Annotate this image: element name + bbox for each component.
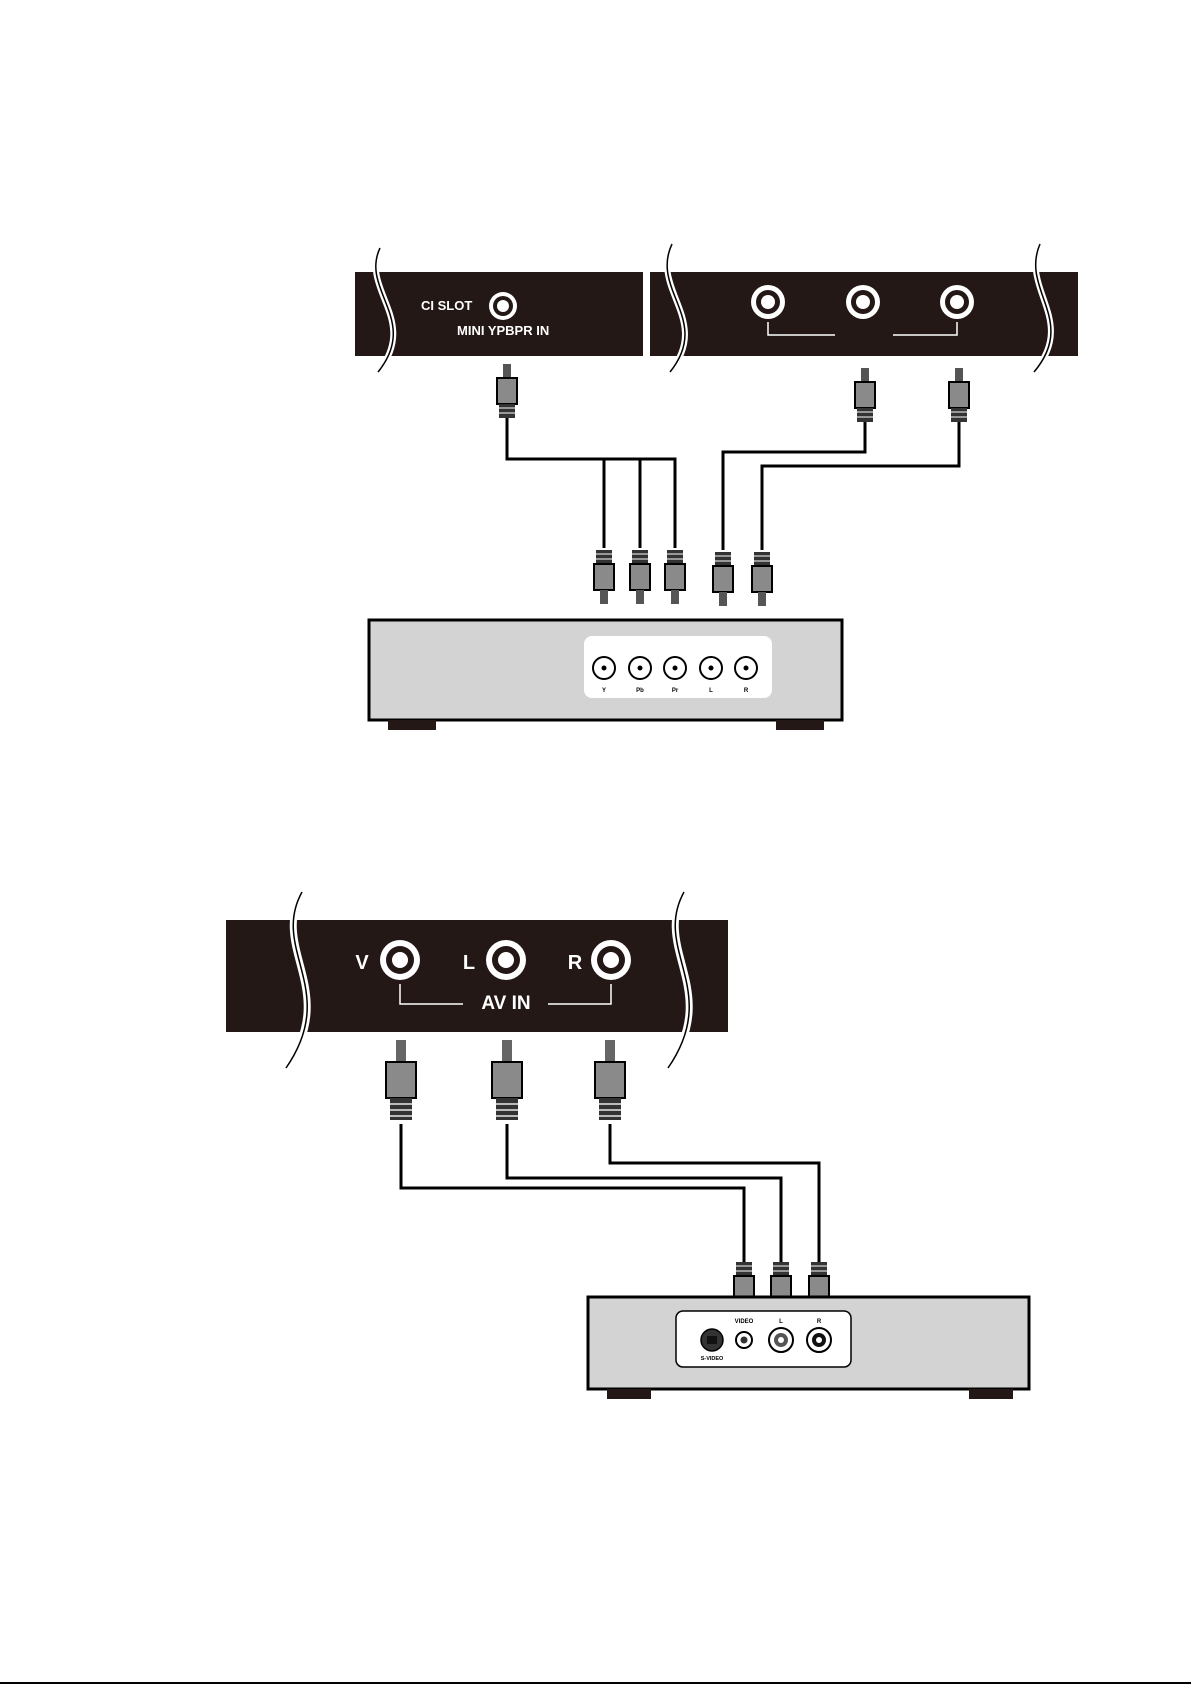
av-label-v: V (355, 952, 369, 974)
plug-r-bottom (752, 552, 772, 606)
mini-ypbpr-jack (489, 292, 517, 320)
jack-y (593, 657, 615, 679)
jack-pr (664, 657, 686, 679)
source-device-av: VIDEO L R S-VIDEO (588, 1297, 1029, 1399)
av-jack-r (591, 940, 631, 980)
av-jack-v (380, 940, 420, 980)
jack-l (700, 657, 722, 679)
av-in-label: AV IN (481, 993, 530, 1014)
jack-label-y: Y (602, 688, 606, 694)
device-jack-r (807, 1328, 831, 1352)
plug-av-r (595, 1040, 625, 1120)
diagram-av-connection: V L R AV IN (226, 892, 1029, 1399)
device-label-l: L (779, 1319, 783, 1325)
tv-panel-av: V L R AV IN (226, 892, 728, 1068)
plug-audio-r-top (949, 368, 969, 422)
plug-y (594, 550, 614, 604)
mini-ypbpr-label: MINI YPBPR IN (457, 323, 549, 338)
av-jack-l (486, 940, 526, 980)
panel-jack-2 (846, 285, 880, 319)
cables-component (507, 418, 959, 550)
source-device-component: Y Pb Pr L R (369, 620, 842, 730)
tv-panel-right (650, 244, 1078, 372)
jack-pb (629, 657, 651, 679)
tv-panel-left: CI SLOT MINI YPBPR IN (355, 248, 643, 372)
av-label-r: R (568, 952, 583, 974)
cables-av (401, 1124, 819, 1262)
av-label-l: L (463, 952, 475, 974)
jack-r (735, 657, 757, 679)
diagram-component-connection: CI SLOT MINI YPBPR IN (355, 244, 1078, 730)
svideo-jack (701, 1329, 723, 1351)
jack-label-r: R (744, 688, 749, 694)
plug-mini-ypbpr (497, 364, 517, 418)
svideo-label: S-VIDEO (701, 1356, 724, 1362)
panel-jack-1 (751, 285, 785, 319)
plug-l-bottom (713, 552, 733, 606)
ci-slot-label: CI SLOT (421, 298, 472, 313)
jack-label-pb: Pb (636, 688, 644, 694)
device-jack-l (769, 1328, 793, 1352)
device-jack-video (736, 1332, 752, 1348)
device-label-video: VIDEO (735, 1319, 754, 1325)
jack-label-l: L (709, 688, 713, 694)
plug-pb (630, 550, 650, 604)
plug-av-l (492, 1040, 522, 1120)
jack-label-pr: Pr (672, 688, 679, 694)
plug-pr (665, 550, 685, 604)
panel-jack-3 (940, 285, 974, 319)
plug-audio-l-top (855, 368, 875, 422)
plug-av-v (386, 1040, 416, 1120)
device-label-r: R (817, 1319, 822, 1325)
